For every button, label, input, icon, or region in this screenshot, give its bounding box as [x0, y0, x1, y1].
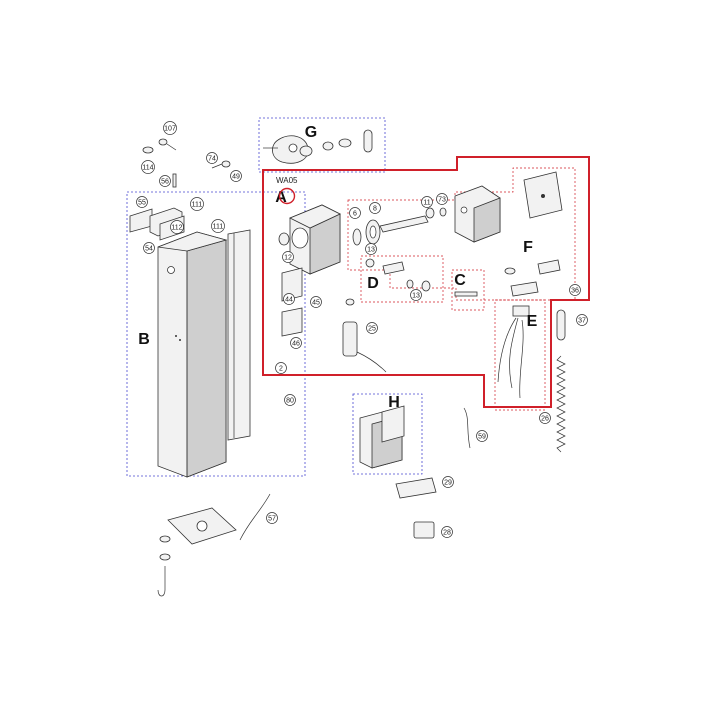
gear-assembly	[352, 207, 447, 246]
callout-49: 49	[230, 170, 242, 182]
callout-label: 57	[268, 516, 276, 523]
callout-111a: 111	[190, 197, 204, 211]
callout-2: 2	[275, 362, 287, 374]
group-letter-c: C	[454, 272, 466, 289]
spring-parts	[556, 309, 566, 453]
callout-label: 74	[208, 156, 216, 163]
callout-label: 44	[285, 297, 293, 304]
callout-label: 80	[286, 398, 294, 405]
group-letter-e: E	[527, 313, 538, 330]
wire-57	[239, 493, 271, 541]
circuit-board-29	[395, 477, 437, 499]
callout-25: 25	[366, 322, 378, 334]
callout-label: 56	[161, 179, 169, 186]
group-e-wiring	[497, 305, 530, 399]
callout-label: 8	[373, 206, 377, 213]
callout-44: 44	[283, 293, 295, 305]
group-c-pin	[454, 291, 478, 297]
control-box	[359, 405, 405, 469]
transformer-28	[413, 521, 435, 539]
callout-label: 6	[353, 211, 357, 218]
callout-layer: 107 114 74 49 56 55 111 112 111 54 2 80 12 6 8 13 11 73 13…	[136, 121, 588, 538]
callout-label: 114	[142, 165, 153, 172]
group-letter-a: A	[275, 189, 287, 206]
anchor-bolt	[157, 535, 171, 597]
callout-label: 11	[423, 200, 430, 207]
callout-57: 57	[266, 512, 278, 524]
callout-12: 12	[282, 251, 294, 263]
callout-26: 26	[539, 412, 551, 424]
callout-6: 6	[349, 207, 361, 219]
callout-37: 37	[576, 314, 588, 326]
callout-13a: 13	[365, 243, 377, 255]
group-g-parts	[263, 129, 373, 164]
callout-label: 59	[478, 434, 486, 441]
capacitor	[342, 298, 387, 373]
group-a-marker	[278, 187, 296, 205]
callout-label: 12	[284, 255, 292, 262]
callout-73: 73	[436, 193, 448, 205]
group-letter-b: B	[138, 331, 150, 348]
callout-59: 59	[476, 430, 488, 442]
callout-13b: 13	[410, 289, 422, 301]
callout-label: 2	[279, 366, 283, 373]
frame-group-g	[258, 117, 386, 173]
group-letter-layer: A B C D E F G H	[138, 124, 537, 411]
callout-label: 13	[412, 293, 420, 300]
gearmotor-body	[278, 204, 341, 275]
group-letter-d: D	[367, 275, 379, 292]
group-letter-h: H	[388, 394, 400, 411]
callout-111b: 111	[211, 219, 225, 233]
group-letter-f: F	[523, 239, 533, 256]
frame-group-h	[352, 393, 423, 475]
callout-label: 111	[213, 224, 224, 231]
callout-label: 46	[292, 341, 300, 348]
wire-59	[463, 407, 471, 449]
callout-label: 29	[444, 480, 452, 487]
column-door-panel	[227, 229, 251, 441]
callout-112: 112	[170, 220, 184, 234]
brackets-44-46	[281, 267, 303, 337]
callout-label: 55	[138, 200, 146, 207]
callout-11: 11	[421, 196, 433, 208]
callout-74: 74	[206, 152, 218, 164]
callout-56: 56	[159, 175, 171, 187]
motor-cover	[454, 185, 501, 243]
small-hardware-top-left	[142, 138, 231, 188]
callout-label: 111	[192, 202, 203, 209]
callout-28: 28	[441, 526, 453, 538]
callout-label: 28	[443, 530, 451, 537]
callout-label: 36	[571, 288, 579, 295]
callout-80: 80	[284, 394, 296, 406]
group-letter-g: G	[305, 124, 317, 141]
callout-8: 8	[369, 202, 381, 214]
frame-group-a	[262, 156, 590, 408]
callout-label: 25	[368, 326, 376, 333]
callout-label: 107	[164, 126, 176, 133]
cover-plate	[523, 171, 563, 219]
callout-55: 55	[136, 196, 148, 208]
callout-107: 107	[163, 121, 177, 135]
callout-54: 54	[143, 242, 155, 254]
callout-29: 29	[442, 476, 454, 488]
callout-label: 112	[171, 225, 182, 232]
callout-label: 13	[367, 247, 375, 254]
callout-46: 46	[290, 337, 302, 349]
callout-label: 54	[145, 246, 153, 253]
group-d-parts	[365, 258, 431, 292]
base-plate	[167, 507, 237, 545]
callout-36: 36	[569, 284, 581, 296]
callout-label: 26	[541, 416, 549, 423]
callout-label: 73	[438, 197, 446, 204]
column-housing	[157, 231, 228, 478]
frame-group-b	[126, 191, 306, 477]
callout-label: 37	[578, 318, 586, 325]
model-label: WA05	[276, 176, 298, 185]
callout-114: 114	[141, 160, 155, 174]
group-f-parts	[504, 259, 561, 297]
callout-label: 49	[232, 174, 240, 181]
callout-45: 45	[310, 296, 322, 308]
callout-label: 45	[312, 300, 320, 307]
